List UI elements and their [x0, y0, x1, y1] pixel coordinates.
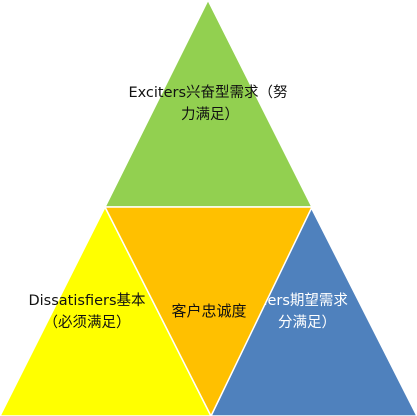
satisfiers-label-line2: 分满足）: [278, 314, 336, 331]
dissatisfiers-label-line2: （必须满足）: [44, 314, 131, 331]
exciters-label-line1: Exciters兴奋型需求（努: [128, 84, 287, 101]
dissatisfiers-label-line1: Dissatisfiers基本: [28, 292, 145, 309]
loyalty-label: 客户忠诚度: [171, 302, 246, 320]
exciters-triangle: [104, 0, 313, 208]
exciters-label-line2: 力满足）: [181, 106, 239, 123]
loyalty-center-triangle: [104, 206, 313, 416]
